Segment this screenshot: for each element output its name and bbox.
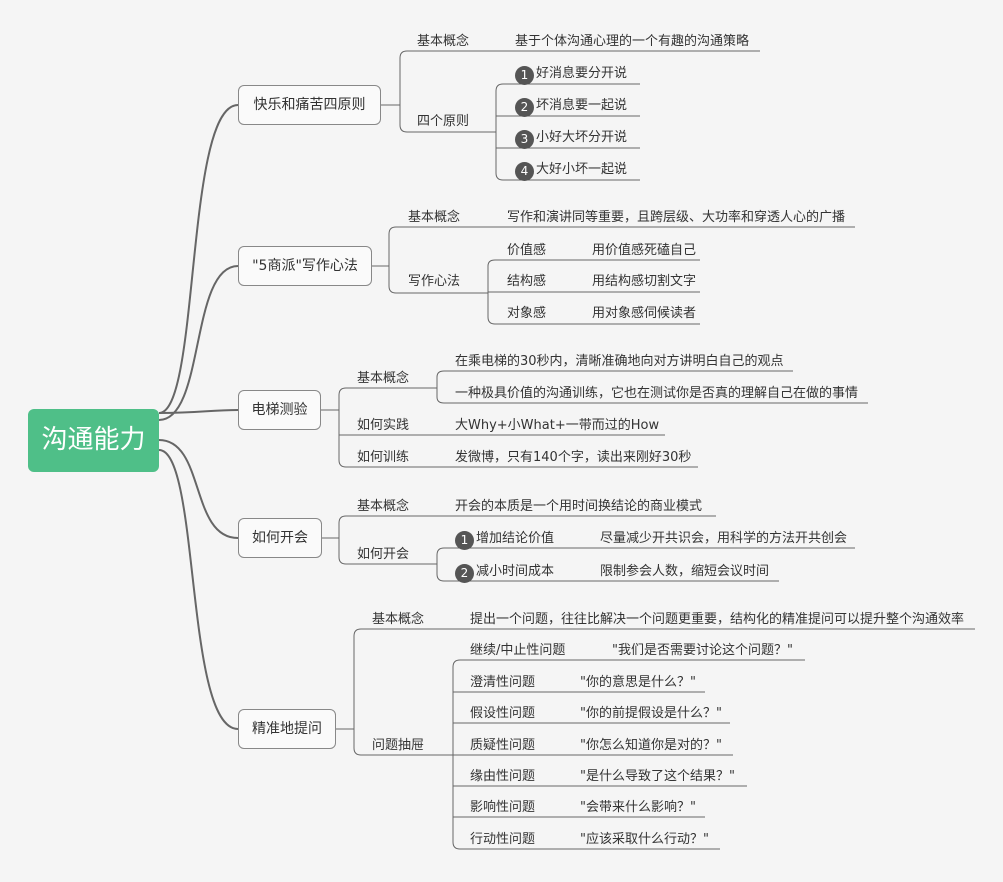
question-type-label: 继续/中止性问题 (470, 643, 566, 658)
basic-concept-label: 基本概念 (417, 34, 470, 49)
root-node[interactable]: 沟通能力 (28, 409, 159, 472)
question-type-label: 假设性问题 (470, 706, 536, 721)
increase-value-label: 增加结论价值 (476, 531, 555, 546)
practice-label: 如何实践 (357, 418, 410, 433)
question-type-text: "你怎么知道你是对的？" (580, 738, 722, 753)
question-type-label: 澄清性问题 (470, 675, 536, 690)
principle-2-text: 坏消息要一起说 (536, 98, 628, 113)
four-principles-label: 四个原则 (417, 114, 470, 129)
branch-elevator-node[interactable]: 电梯测验 (238, 390, 321, 430)
basic-concept-label: 基本概念 (357, 371, 410, 386)
structure-sense-text: 用结构感切割文字 (592, 274, 697, 289)
question-type-label: 缘由性问题 (470, 769, 536, 784)
branch-writing-node[interactable]: "5商派"写作心法 (238, 246, 372, 286)
branch-meeting-node[interactable]: 如何开会 (238, 518, 322, 558)
basic-concept-text-2: 一种极具价值的沟通训练，它也在测试你是否真的理解自己在做的事情 (455, 386, 859, 401)
writing-method-label: 写作心法 (408, 274, 461, 289)
reduce-cost-label: 减小时间成本 (476, 564, 555, 579)
branch-happy-pain-node[interactable]: 快乐和痛苦四原则 (238, 85, 381, 125)
number-2-icon: 2 (515, 98, 534, 117)
number-3-icon: 3 (515, 130, 534, 149)
training-text: 发微博，只有140个字，读出来刚好30秒 (455, 450, 692, 465)
basic-concept-text: 写作和演讲同等重要，且跨层级、大功率和穿透人心的广播 (507, 210, 846, 225)
basic-concept-text: 开会的本质是一个用时间换结论的商业模式 (455, 499, 703, 514)
value-sense-text: 用价值感死磕自己 (592, 243, 697, 258)
training-label: 如何训练 (357, 450, 410, 465)
basic-concept-label: 基本概念 (372, 612, 425, 627)
number-1-icon: 1 (455, 531, 474, 550)
question-type-text: "会带来什么影响？" (580, 800, 696, 815)
question-drawer-label: 问题抽屉 (372, 738, 425, 753)
principle-1-text: 好消息要分开说 (536, 66, 628, 81)
basic-concept-text-1: 在乘电梯的30秒内，清晰准确地向对方讲明白自己的观点 (455, 354, 784, 369)
question-type-text: "你的意思是什么？" (580, 675, 696, 690)
audience-sense-text: 用对象感伺候读者 (592, 306, 697, 321)
question-type-label: 行动性问题 (470, 832, 536, 847)
basic-concept-label: 基本概念 (357, 499, 410, 514)
increase-value-text: 尽量减少开共识会，用科学的方法开共创会 (600, 531, 848, 546)
practice-text: 大Why+小What+一带而过的How (455, 418, 660, 433)
number-1-icon: 1 (515, 66, 534, 85)
principle-3-text: 小好大坏分开说 (536, 130, 628, 145)
basic-concept-text: 基于个体沟通心理的一个有趣的沟通策略 (515, 34, 750, 49)
question-type-text: "你的前提假设是什么？" (580, 706, 722, 721)
question-type-label: 影响性问题 (470, 800, 536, 815)
how-meeting-label: 如何开会 (357, 547, 410, 562)
basic-concept-text: 提出一个问题，往往比解决一个问题更重要，结构化的精准提问可以提升整个沟通效率 (470, 612, 965, 627)
basic-concept-label: 基本概念 (408, 210, 461, 225)
value-sense-label: 价值感 (507, 243, 547, 258)
reduce-cost-text: 限制参会人数，缩短会议时间 (600, 564, 770, 579)
question-type-label: 质疑性问题 (470, 738, 536, 753)
structure-sense-label: 结构感 (507, 274, 547, 289)
branch-questioning-node[interactable]: 精准地提问 (238, 709, 336, 749)
number-4-icon: 4 (515, 162, 534, 181)
number-2-icon: 2 (455, 564, 474, 583)
principle-4-text: 大好小坏一起说 (536, 162, 628, 177)
question-type-text: "是什么导致了这个结果？" (580, 769, 735, 784)
question-type-text: "我们是否需要讨论这个问题？" (612, 643, 793, 658)
question-type-text: "应该采取什么行动？" (580, 832, 709, 847)
audience-sense-label: 对象感 (507, 306, 547, 321)
